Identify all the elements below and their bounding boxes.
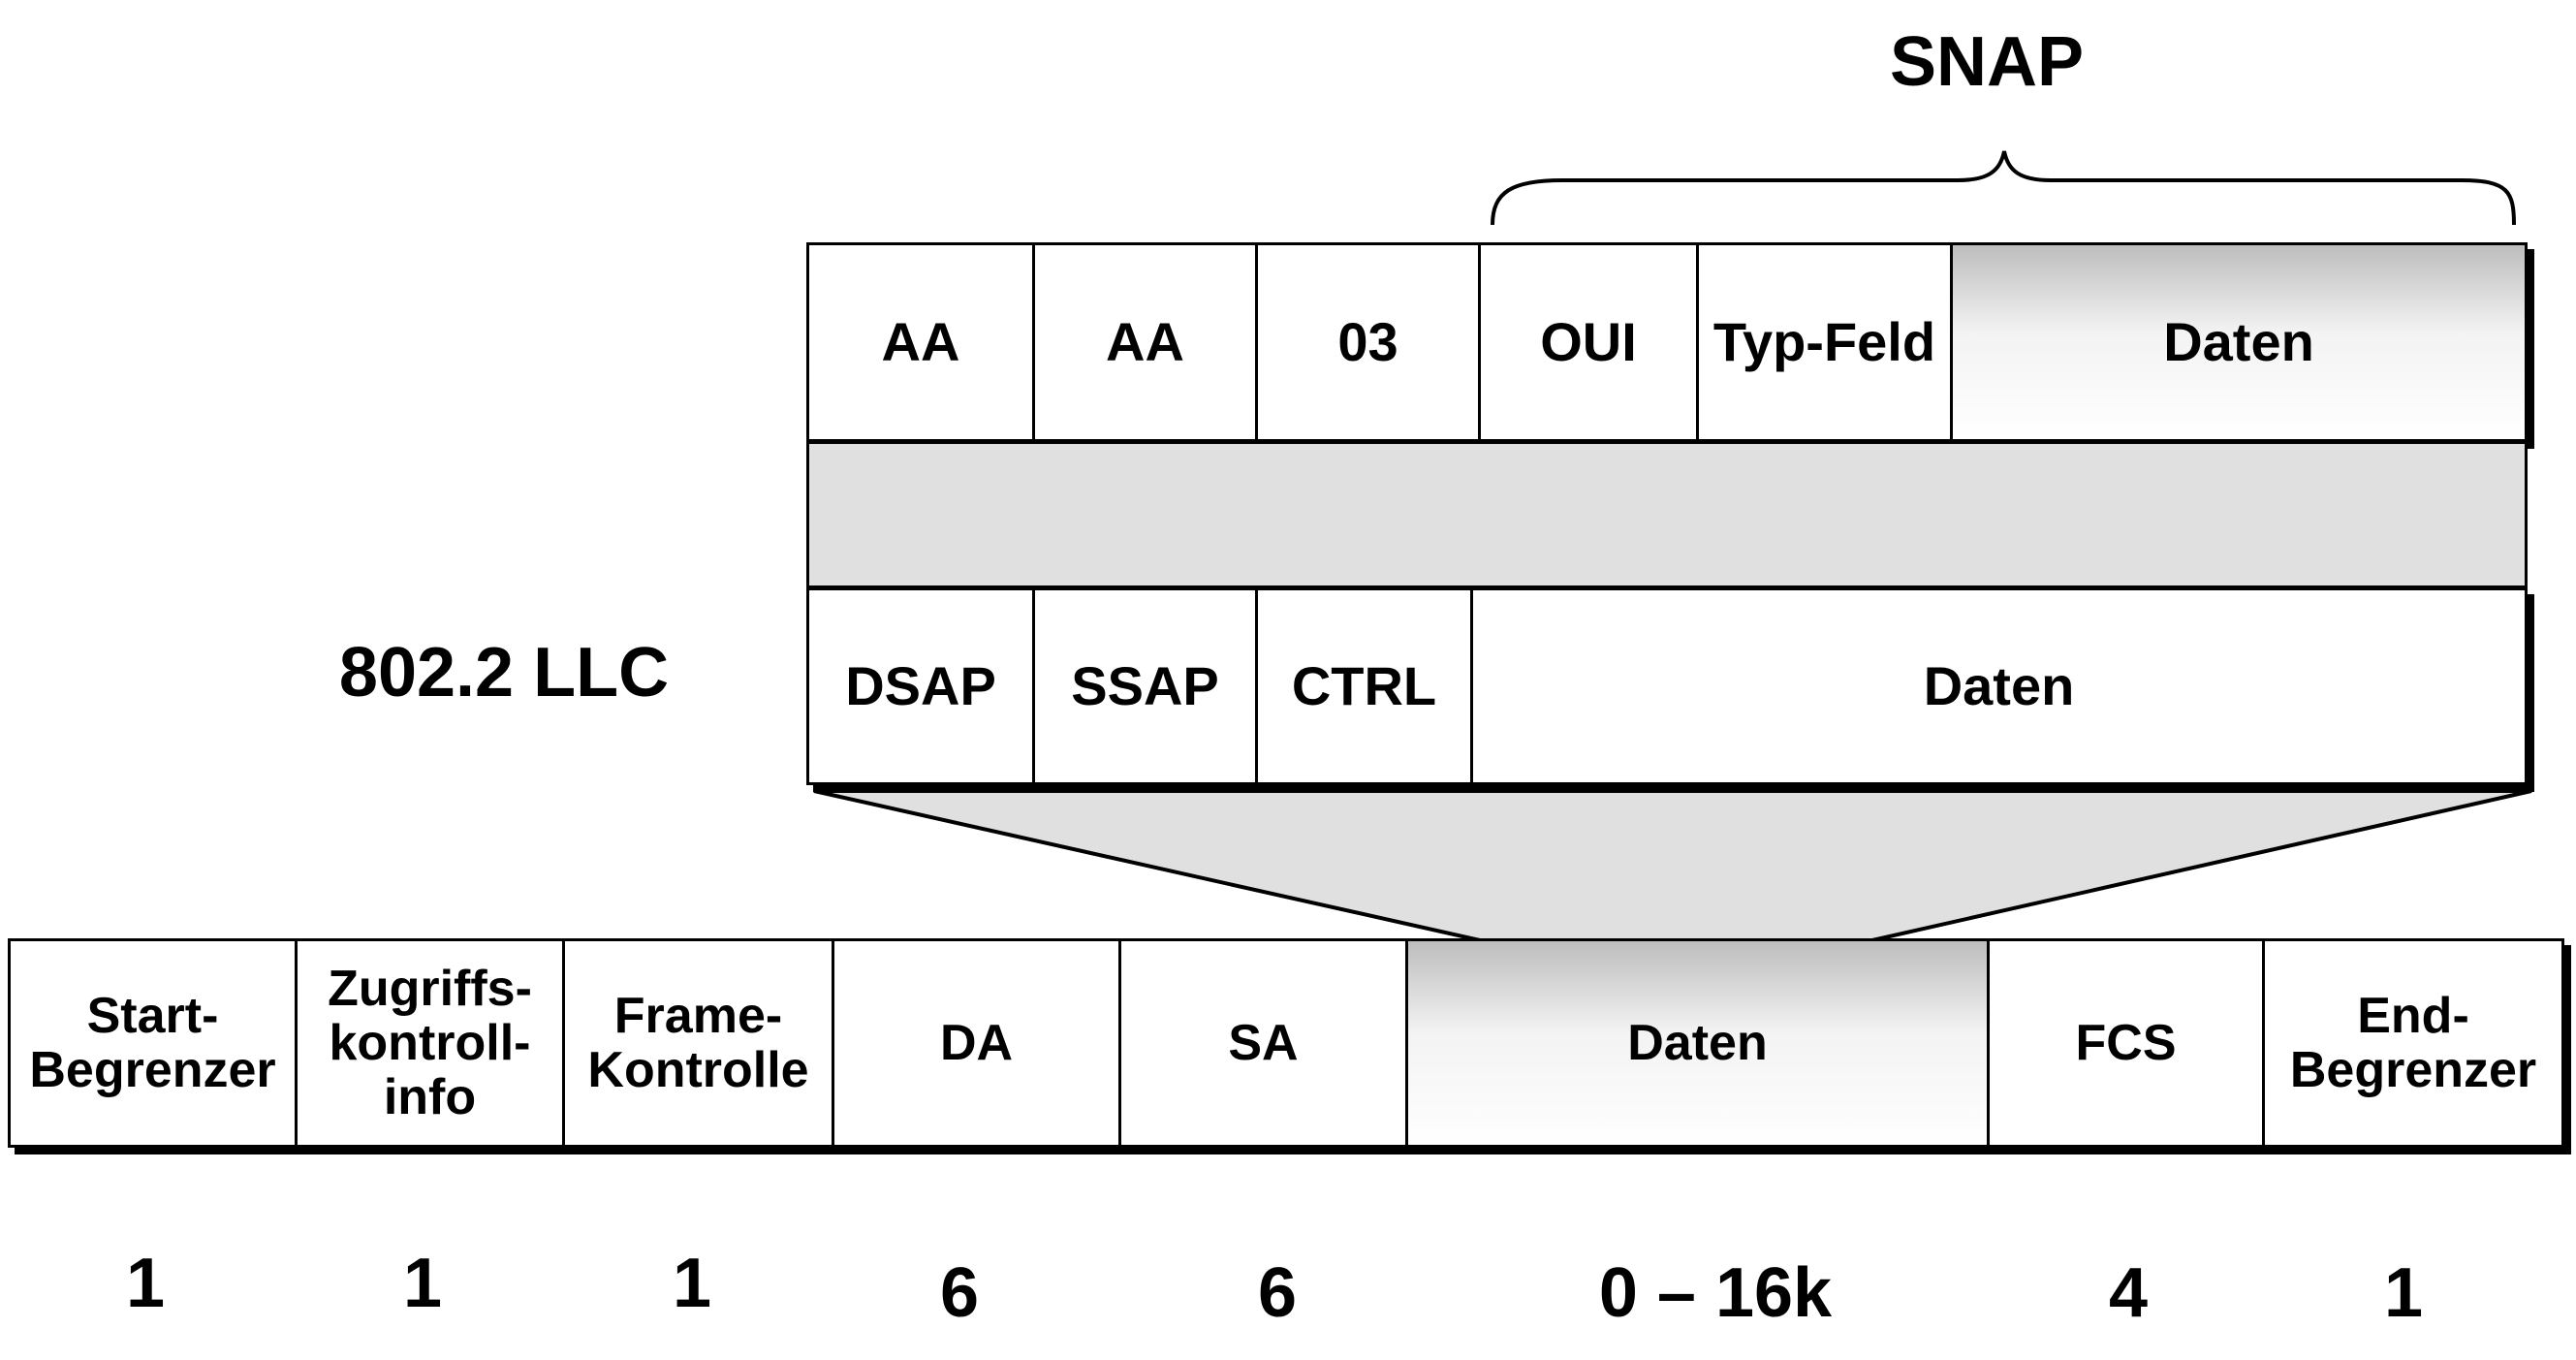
frame-size-frame-kontrolle: 1	[672, 1245, 712, 1323]
snap-llc-gray-band	[806, 441, 2528, 588]
frame-field-da: DA	[834, 941, 1121, 1145]
llc-field-daten: Daten	[1923, 654, 2075, 716]
snap-brace	[1491, 150, 2516, 226]
frame-size-da: 6	[939, 1254, 980, 1333]
llc-to-frame-connector	[813, 789, 2532, 942]
frame-row: Start- Begrenzer Zugriffs- kontroll- inf…	[8, 938, 2564, 1148]
frame-size-fcs: 4	[2108, 1254, 2149, 1333]
frame-field-start-begrenzer: Start- Begrenzer	[11, 941, 298, 1145]
frame-size-end-begrenzer: 1	[2383, 1254, 2424, 1333]
frame-field-frame-kontrolle: Frame- Kontrolle	[565, 941, 834, 1145]
snap-field-aa-2: AA	[1035, 245, 1258, 439]
snap-field-daten: Daten	[1953, 245, 2525, 439]
frame-field-fcs: FCS	[1990, 941, 2265, 1145]
llc-field-dsap: DSAP	[809, 590, 1035, 782]
frame-field-zugriffskontrollinfo: Zugriffs- kontroll- info	[298, 941, 565, 1145]
llc-field-ctrl: CTRL	[1258, 590, 1473, 782]
snap-field-aa-1: AA	[809, 245, 1035, 439]
llc-field-ssap: SSAP	[1035, 590, 1258, 782]
frame-size-daten: 0 – 16k	[1598, 1254, 1833, 1333]
frame-field-end-begrenzer: End- Begrenzer	[2289, 987, 2537, 1098]
frame-size-zugriffskontrollinfo: 1	[402, 1245, 443, 1323]
frame-field-daten: Daten	[1408, 941, 1990, 1145]
snap-header-row: AA AA 03 OUI Typ-Feld Daten	[806, 242, 2528, 442]
snap-field-03: 03	[1258, 245, 1481, 439]
snap-field-oui: OUI	[1481, 245, 1699, 439]
llc-header-row: DSAP SSAP CTRL Daten	[806, 587, 2528, 785]
llc-title: 802.2 LLC	[338, 634, 670, 712]
snap-title: SNAP	[1889, 23, 2085, 102]
frame-size-sa: 6	[1257, 1254, 1298, 1333]
frame-size-start-begrenzer: 1	[125, 1245, 166, 1323]
snap-field-typ-feld: Typ-Feld	[1699, 245, 1953, 439]
frame-field-sa: SA	[1121, 941, 1408, 1145]
